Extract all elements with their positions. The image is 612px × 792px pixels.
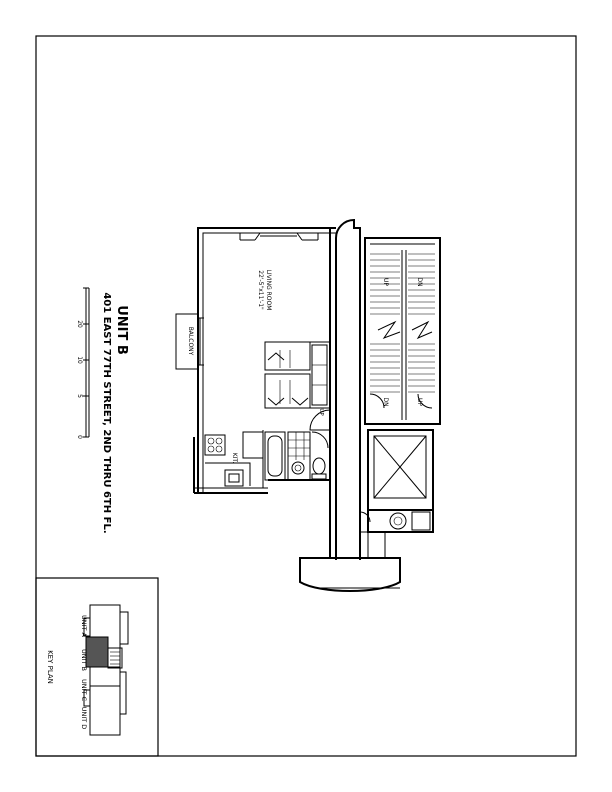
svg-text:UNIT A: UNIT A [80, 615, 88, 638]
entry-door-swing [309, 409, 331, 431]
elevator [367, 429, 434, 511]
svg-text:KEY PLAN: KEY PLAN [46, 650, 54, 684]
svg-text:22'-5"x11'-1": 22'-5"x11'-1" [257, 270, 264, 310]
svg-text:UNIT B: UNIT B [114, 305, 129, 355]
service-room [359, 509, 434, 558]
svg-text:UP: UP [382, 278, 389, 286]
key-plan-title: KEY PLAN [46, 650, 54, 684]
svg-text:BALCONY: BALCONY [187, 327, 194, 356]
svg-text:LIVING ROOM: LIVING ROOM [265, 270, 272, 311]
svg-text:UNIT B: UNIT B [80, 649, 88, 671]
svg-text:10: 10 [76, 356, 83, 364]
key-plan-border [35, 577, 159, 757]
svg-text:20: 20 [76, 320, 83, 328]
window-top [239, 232, 319, 241]
svg-text:401 EAST 77TH STREET, 2ND THRU: 401 EAST 77TH STREET, 2ND THRU 6TH FL. [101, 292, 112, 533]
unit-b-plan: BALCONY LIVING ROOM 22'-5"x11'-1" [175, 218, 441, 592]
corridor [299, 218, 401, 592]
unit-title: UNIT B [114, 305, 129, 355]
key-unit-c-label: UNIT C [80, 679, 88, 702]
closets [264, 341, 330, 409]
key-unit-a-label: UNIT A [80, 615, 88, 638]
key-unit-b-label: UNIT B [80, 649, 88, 671]
balcony: BALCONY [175, 313, 204, 370]
svg-text:DN: DN [382, 397, 389, 406]
svg-text:UP: UP [416, 398, 423, 406]
svg-text:5: 5 [76, 394, 83, 398]
sheet-border [35, 35, 577, 757]
stair: UP DN DN UP [364, 237, 441, 425]
key-plan-unit-b-highlight [85, 636, 109, 668]
svg-text:0: 0 [76, 435, 83, 439]
stair-treads [370, 253, 435, 393]
living-room-label: LIVING ROOM [265, 270, 272, 311]
svg-text:UNIT D: UNIT D [80, 707, 88, 730]
address-line: 401 EAST 77TH STREET, 2ND THRU 6TH FL. [101, 292, 112, 533]
bathroom [264, 431, 329, 481]
svg-text:KIT.: KIT. [231, 453, 238, 464]
svg-text:DN: DN [416, 277, 423, 286]
key-plan-building [83, 604, 129, 736]
svg-text:UP: UP [318, 408, 324, 416]
living-room-dims: 22'-5"x11'-1" [257, 270, 264, 310]
key-plan: UNIT A UNIT B UNIT C UNIT D KEY PLAN [35, 577, 159, 757]
kitchen: KIT. [204, 430, 264, 488]
key-unit-d-label: UNIT D [80, 707, 88, 730]
scale-bar: 0 5 10 20 [76, 287, 90, 439]
svg-text:UNIT C: UNIT C [80, 679, 88, 702]
